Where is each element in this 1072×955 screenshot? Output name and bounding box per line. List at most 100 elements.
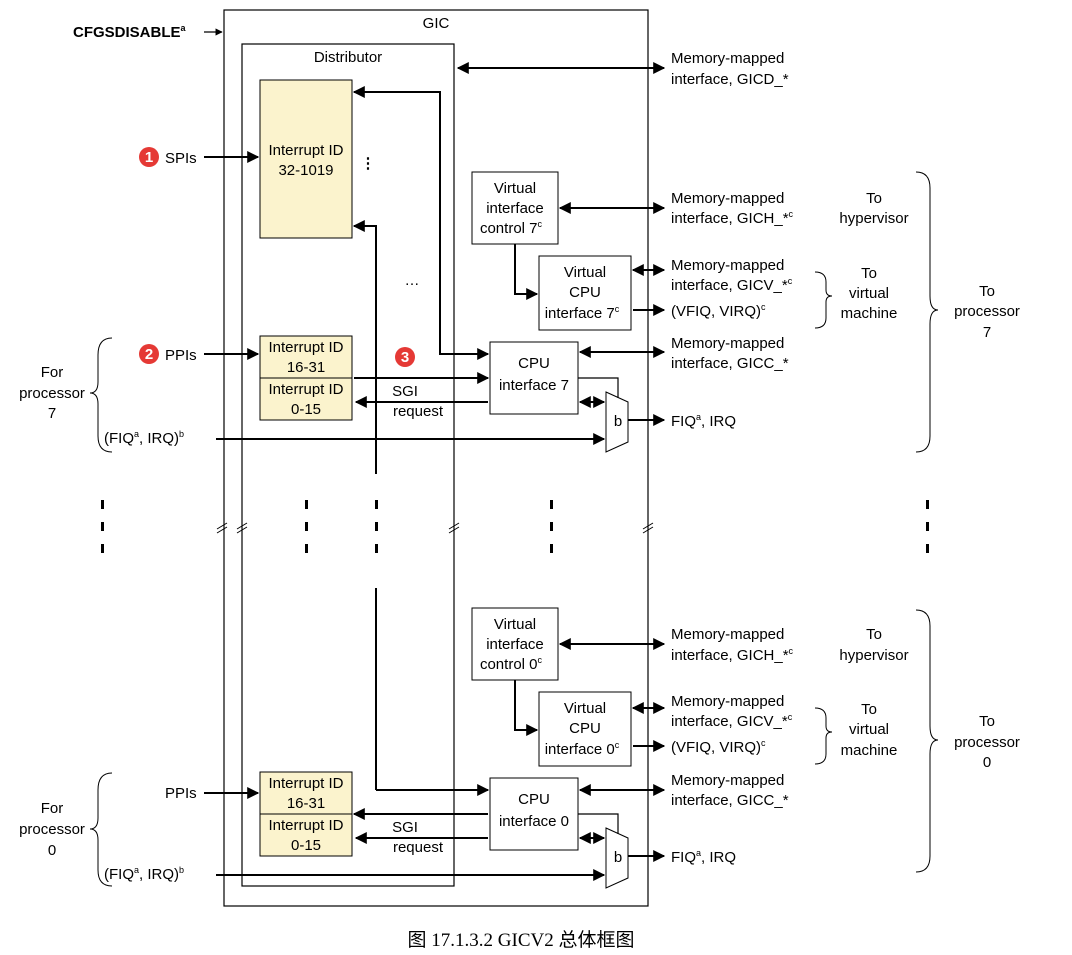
- gicc7-line1: Memory-mapped: [671, 335, 784, 352]
- vertical-ellipsis-dots: [101, 500, 929, 553]
- sgi0-line2: 0-15: [291, 837, 321, 854]
- sgi7-line2: 0-15: [291, 401, 321, 418]
- toproc7-line2: processor: [954, 303, 1020, 320]
- gich0-line1: Memory-mapped: [671, 626, 784, 643]
- sgi7-line1: Interrupt ID: [268, 381, 343, 398]
- gicv0-line1: Memory-mapped: [671, 693, 784, 710]
- connectors-7: [352, 62, 666, 796]
- for-processor7-brace: [89, 337, 113, 453]
- fiq-irq-in-7: (FIQa, IRQ)b: [104, 429, 184, 447]
- fiq-out-0: FIQa, IRQ: [671, 848, 736, 866]
- vm7-line3: machine: [841, 305, 898, 322]
- vic0-line2: interface: [486, 636, 544, 653]
- marker-3-text: 3: [401, 349, 409, 366]
- gich7-line2: interface, GICH_*c: [671, 209, 794, 227]
- figure-caption: 图 17.1.3.2 GICV2 总体框图: [408, 929, 635, 951]
- ppi7-line2: 16-31: [287, 359, 325, 376]
- vfiq7: (VFIQ, VIRQ)c: [671, 302, 766, 320]
- virtual-cpu-interface-0: [538, 691, 632, 767]
- cpu7-line2: interface 7: [499, 377, 569, 394]
- distributor-box: [241, 43, 455, 887]
- gicd-line1: Memory-mapped: [671, 50, 784, 67]
- cpu0-line1: CPU: [518, 791, 550, 808]
- spi-interrupt-block: [259, 79, 353, 239]
- mux-b-0: [605, 827, 629, 889]
- mux7-label: b: [614, 413, 622, 430]
- for0-line1: For: [41, 800, 64, 817]
- mux-b-7: [605, 391, 629, 453]
- vm7-brace: [814, 271, 833, 329]
- for7-line3: 7: [48, 405, 56, 422]
- toproc7-line3: 7: [983, 324, 991, 341]
- gicc7-line2: interface, GICC_*: [671, 355, 789, 372]
- fiq-out-7: FIQa, IRQ: [671, 412, 736, 430]
- vic0-line3: control 0c: [480, 655, 543, 673]
- gicc0-line2: interface, GICC_*: [671, 792, 789, 809]
- for-processor0-brace: [89, 772, 113, 887]
- ppi7-line1: Interrupt ID: [268, 339, 343, 356]
- vfiq0: (VFIQ, VIRQ)c: [671, 738, 766, 756]
- vic7-line2: interface: [486, 200, 544, 217]
- vcpu7-line3: interface 7c: [545, 304, 620, 322]
- cpu7-line1: CPU: [518, 355, 550, 372]
- gicv7-line2: interface, GICV_*c: [671, 276, 793, 294]
- spi-block-line1: Interrupt ID: [268, 142, 343, 159]
- marker-1: [139, 147, 159, 167]
- virtual-cpu-interface-7: [538, 255, 632, 331]
- marker-2: [139, 344, 159, 364]
- distributor-title: Distributor: [314, 49, 382, 66]
- gicc0-line1: Memory-mapped: [671, 772, 784, 789]
- ppi0-line2: 16-31: [287, 795, 325, 812]
- for7-line1: For: [41, 364, 64, 381]
- gich7-line1: Memory-mapped: [671, 190, 784, 207]
- hyp7-line1: To: [866, 190, 882, 207]
- vcpu0-line2: CPU: [569, 720, 601, 737]
- toproc0-line3: 0: [983, 754, 991, 771]
- connectors-0: [352, 638, 666, 862]
- toproc7-line1: To: [979, 283, 995, 300]
- ppi-block-7: [259, 335, 353, 379]
- sgi-block-7: [259, 377, 353, 421]
- vm0-brace: [814, 707, 833, 765]
- vic7-line3: control 7c: [480, 219, 543, 237]
- hyp0-line1: To: [866, 626, 882, 643]
- marker-1-text: 1: [145, 149, 153, 166]
- ppis0-label: PPIs: [165, 785, 197, 802]
- vm0-line2: virtual: [849, 721, 889, 738]
- gicv0-line2: interface, GICV_*c: [671, 712, 793, 730]
- vm7-line1: To: [861, 265, 877, 282]
- for7-line2: processor: [19, 385, 85, 402]
- gich0-line2: interface, GICH_*c: [671, 646, 794, 664]
- toproc0-line1: To: [979, 713, 995, 730]
- sgi-request7-line1: SGI: [392, 383, 418, 400]
- cpu0-line2: interface 0: [499, 813, 569, 830]
- vcpu0-line1: Virtual: [564, 700, 606, 717]
- toproc0-line2: processor: [954, 734, 1020, 751]
- sgi-request7-line2: request: [393, 403, 444, 420]
- mux0-label: b: [614, 849, 622, 866]
- gicd-line2: interface, GICD_*: [671, 71, 789, 88]
- break-marks: [216, 522, 654, 534]
- sgi-request0-line1: SGI: [392, 819, 418, 836]
- marker-2-text: 2: [145, 346, 153, 363]
- spi-vertical-dots: ⋮: [361, 155, 376, 172]
- spi-block-line2: 32-1019: [278, 162, 333, 179]
- vcpu7-line1: Virtual: [564, 264, 606, 281]
- for0-line2: processor: [19, 821, 85, 838]
- fiq-irq-in-0: (FIQa, IRQ)b: [104, 865, 184, 883]
- to-processor0-brace: [915, 609, 939, 873]
- sgi0-line1: Interrupt ID: [268, 817, 343, 834]
- gic-box: [223, 9, 649, 907]
- distributor-ellipsis: …: [405, 272, 420, 289]
- vm7-line2: virtual: [849, 285, 889, 302]
- ppi0-line1: Interrupt ID: [268, 775, 343, 792]
- gic-title: GIC: [423, 15, 450, 32]
- hyp7-line2: hypervisor: [839, 210, 908, 227]
- vcpu0-line3: interface 0c: [545, 740, 620, 758]
- to-processor7-brace: [915, 171, 939, 453]
- hyp0-line2: hypervisor: [839, 647, 908, 664]
- for0-line3: 0: [48, 842, 56, 859]
- sgi-request0-line2: request: [393, 839, 444, 856]
